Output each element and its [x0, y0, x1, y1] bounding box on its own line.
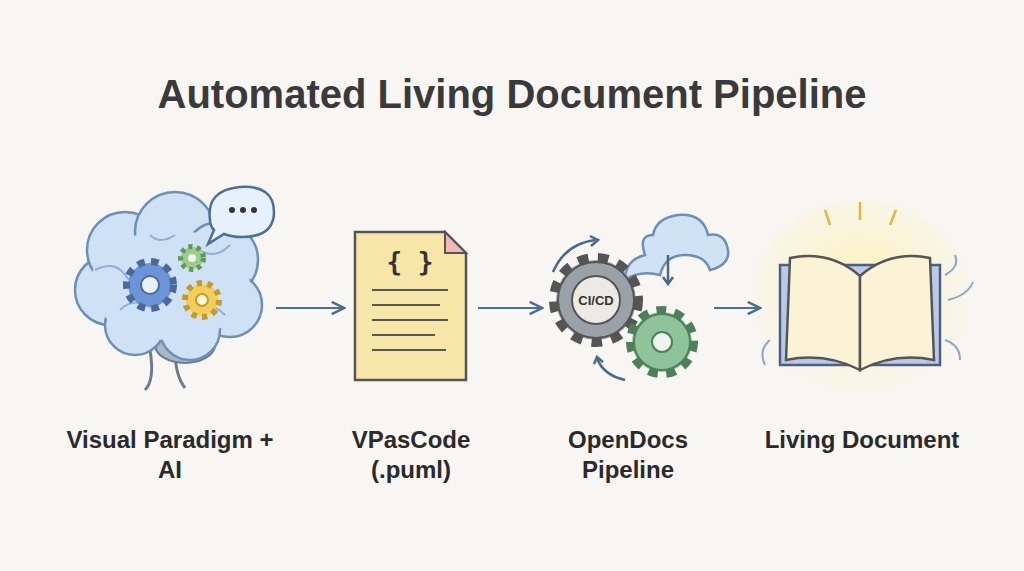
gears-icon	[553, 215, 728, 380]
flow-arrow	[714, 307, 760, 309]
pipeline-stage: VPasCode (.puml)	[350, 190, 472, 510]
stage-label: OpenDocs Pipeline	[538, 425, 718, 485]
brain-icon	[75, 187, 274, 390]
pipeline-stage: Living Document	[766, 190, 958, 510]
stage-label: Visual Paradigm + AI	[60, 425, 280, 485]
flow-arrow	[276, 307, 344, 309]
pipeline-stage: Visual Paradigm + AI	[70, 190, 270, 510]
pipeline-stage: OpenDocs Pipeline	[548, 190, 708, 510]
flow-arrow	[478, 307, 542, 309]
stage-label: Living Document	[756, 425, 968, 455]
document-icon	[355, 232, 466, 380]
stage-label: VPasCode (.puml)	[340, 425, 482, 485]
diagram-title: Automated Living Document Pipeline	[0, 72, 1024, 117]
book-icon	[750, 200, 973, 400]
icon-label: { }	[387, 247, 434, 277]
icon-label: CI/CD	[578, 293, 613, 308]
